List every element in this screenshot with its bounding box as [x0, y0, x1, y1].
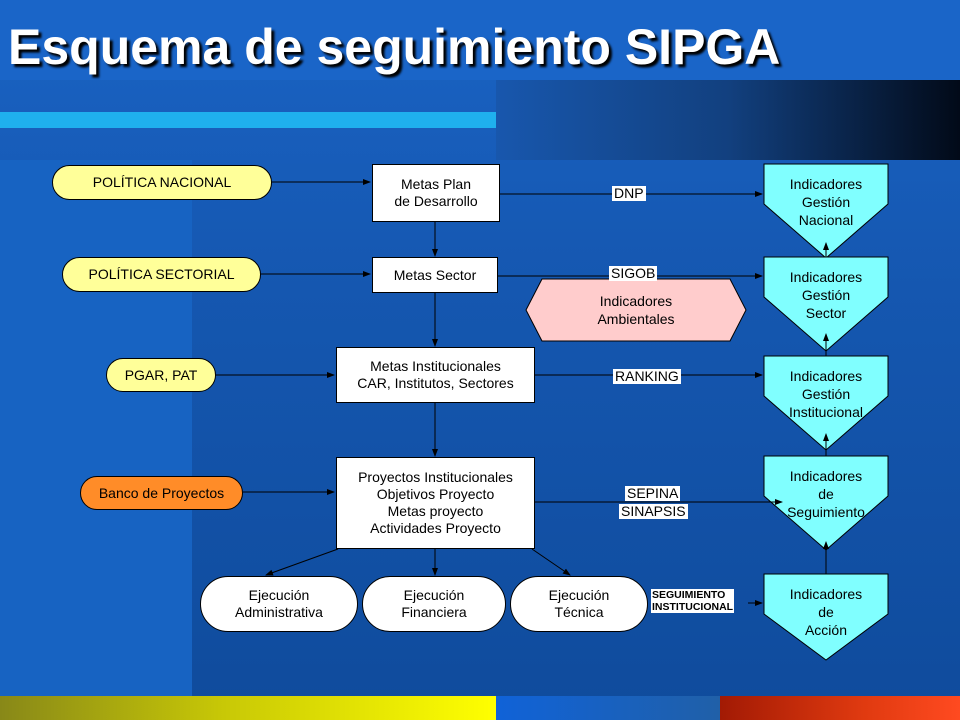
tag-sepina: SEPINA [625, 485, 681, 501]
arrow-proyectos-to-administrativa [265, 548, 339, 576]
bottom-color-bar [0, 696, 960, 720]
source-politica-nacional: POLÍTICA NACIONAL [52, 165, 272, 200]
title-accent-line [0, 112, 496, 128]
tag-sinapsis: SINAPSIS [619, 503, 688, 519]
arrow-proyectos-to-tecnica [531, 548, 571, 576]
indicator-shape-institucional [763, 355, 889, 451]
indicator-shape-seguimiento [763, 455, 889, 551]
bottom-bar-red [720, 696, 960, 720]
tag-sigob: SIGOB [609, 265, 658, 281]
indicator-shape-accion [763, 573, 889, 661]
source-banco-proyectos: Banco de Proyectos [80, 476, 243, 510]
indicator-shape-nacional [763, 163, 889, 259]
title-gradient-bar [496, 80, 960, 160]
source-politica-sectorial: POLÍTICA SECTORIAL [62, 257, 261, 292]
bottom-bar-blue [496, 696, 720, 720]
title-bar [0, 0, 960, 80]
bottom-bar-yellow [0, 696, 496, 720]
ambientales-shape [525, 278, 747, 342]
tag-ranking: RANKING [613, 368, 681, 384]
left-band [0, 160, 192, 696]
indicator-shape-sector [763, 256, 889, 352]
slide-title: Esquema de seguimiento SIPGA [8, 19, 781, 75]
source-pgar-pat: PGAR, PAT [106, 358, 216, 392]
box-metas-sector: Metas Sector [372, 257, 498, 293]
tag-dnp: DNP [612, 185, 646, 201]
